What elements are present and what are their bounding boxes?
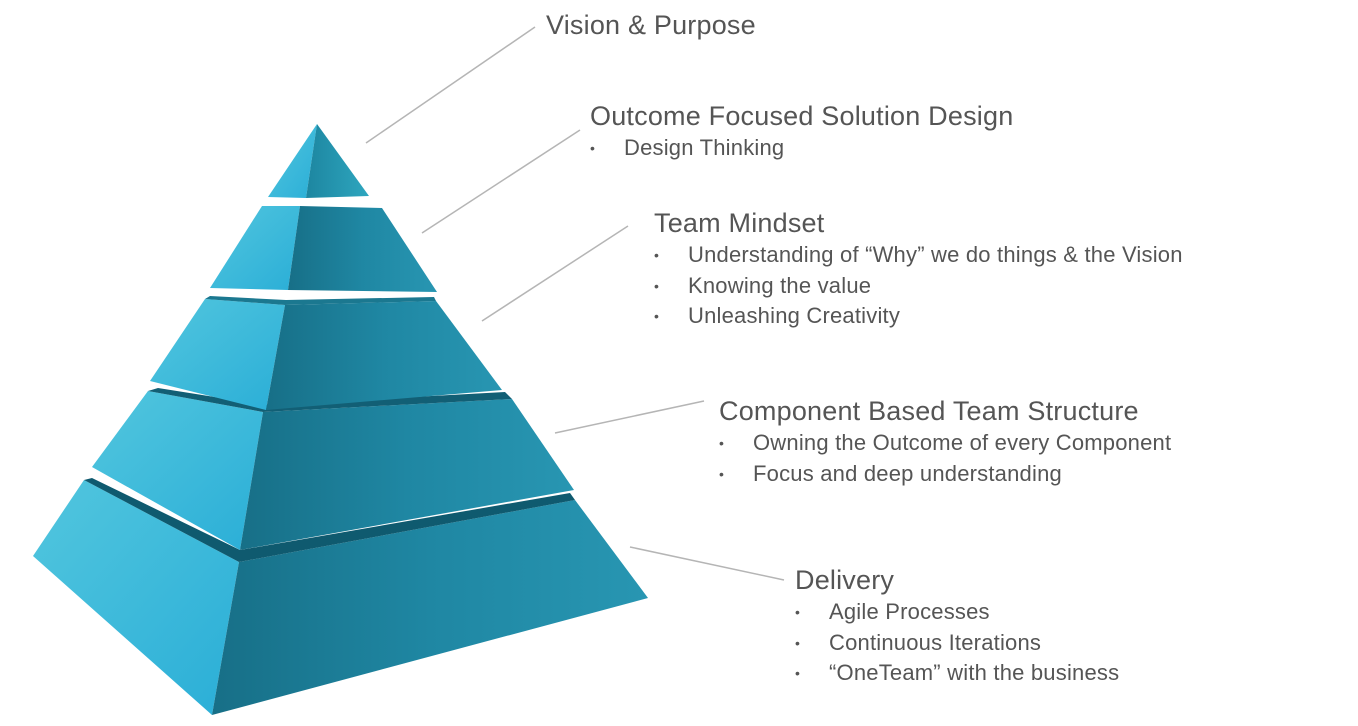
connector-line-component xyxy=(554,400,705,434)
connector-line-team-mindset xyxy=(481,225,629,322)
level-delivery-title: Delivery xyxy=(795,565,895,595)
bullet-text: Unleashing Creativity xyxy=(688,303,901,328)
pyramid-tier-team-mindset xyxy=(150,296,502,410)
bullet-item: • Unleashing Creativity xyxy=(654,301,1183,332)
connector-line-vision xyxy=(365,26,536,144)
bullet-text: Design Thinking xyxy=(624,135,785,160)
tier-vision-right-face xyxy=(306,124,369,198)
bullet-text: Focus and deep understanding xyxy=(753,460,1062,486)
level-vision-title: Vision & Purpose xyxy=(546,10,756,40)
level-vision: Vision & Purpose xyxy=(546,8,756,42)
connector-lines xyxy=(365,26,785,581)
bullet-item: • “OneTeam” with the business xyxy=(795,658,1119,689)
tier-team-mindset-right-face xyxy=(266,301,502,410)
tier-component-right-face xyxy=(240,399,574,550)
level-outcome-bullets: • Design Thinking xyxy=(590,133,1013,164)
bullet-icon: • xyxy=(719,435,725,451)
level-team-mindset-title: Team Mindset xyxy=(654,208,825,238)
bullet-icon: • xyxy=(719,465,725,482)
bullet-text: Owning the Outcome of every Component xyxy=(753,430,1172,455)
bullet-icon: • xyxy=(795,604,801,620)
bullet-text: “OneTeam” with the business xyxy=(829,660,1120,685)
bullet-text: Agile Processes xyxy=(829,599,990,624)
bullet-icon: • xyxy=(654,277,660,294)
pyramid-tier-vision xyxy=(268,124,369,198)
level-delivery: Delivery • Agile Processes • Continuous … xyxy=(795,563,1119,689)
bullet-text: Understanding of “Why” we do things & th… xyxy=(688,242,1183,267)
tier-delivery-top-edge xyxy=(84,478,575,562)
bullet-icon: • xyxy=(654,308,660,324)
bullet-item: • Knowing the value xyxy=(654,271,1183,302)
level-component: Component Based Team Structure • Owning … xyxy=(719,394,1171,489)
bullet-icon: • xyxy=(795,665,801,681)
pyramid-tier-delivery xyxy=(33,478,648,715)
bullet-text: Knowing the value xyxy=(688,272,872,298)
bullet-item: • Owning the Outcome of every Component xyxy=(719,428,1171,459)
level-outcome: Outcome Focused Solution Design • Design… xyxy=(590,99,1013,164)
tier-team-mindset-top-edge xyxy=(205,296,436,305)
tier-outcome-left-face xyxy=(210,206,300,290)
tier-delivery-right-face xyxy=(212,500,648,715)
level-team-mindset-bullets: • Understanding of “Why” we do things & … xyxy=(654,240,1183,332)
pyramid-tier-outcome xyxy=(210,206,437,292)
bullet-item: • Agile Processes xyxy=(795,597,1119,628)
level-component-title: Component Based Team Structure xyxy=(719,396,1139,426)
tier-vision-left-face xyxy=(268,124,317,198)
level-outcome-title: Outcome Focused Solution Design xyxy=(590,101,1014,131)
level-delivery-bullets: • Agile Processes • Continuous Iteration… xyxy=(795,597,1119,689)
bullet-item: • Continuous Iterations xyxy=(795,628,1119,659)
pyramid-tier-component xyxy=(92,388,574,550)
bullet-item: • Design Thinking xyxy=(590,133,1013,164)
bullet-icon: • xyxy=(590,140,596,156)
level-component-bullets: • Owning the Outcome of every Component … xyxy=(719,428,1171,489)
connector-line-delivery xyxy=(629,546,785,581)
tier-component-top-edge xyxy=(148,388,512,412)
bullet-icon: • xyxy=(795,634,801,651)
tier-outcome-right-face xyxy=(288,206,437,292)
tier-component-left-face xyxy=(92,391,263,550)
tier-team-mindset-left-face xyxy=(150,299,285,410)
bullet-item: • Understanding of “Why” we do things & … xyxy=(654,240,1183,271)
connector-line-outcome xyxy=(421,129,581,234)
tier-delivery-left-face xyxy=(33,480,239,715)
level-team-mindset: Team Mindset • Understanding of “Why” we… xyxy=(654,206,1183,332)
bullet-icon: • xyxy=(654,247,660,263)
bullet-text: Continuous Iterations xyxy=(829,629,1042,655)
bullet-item: • Focus and deep understanding xyxy=(719,459,1171,490)
